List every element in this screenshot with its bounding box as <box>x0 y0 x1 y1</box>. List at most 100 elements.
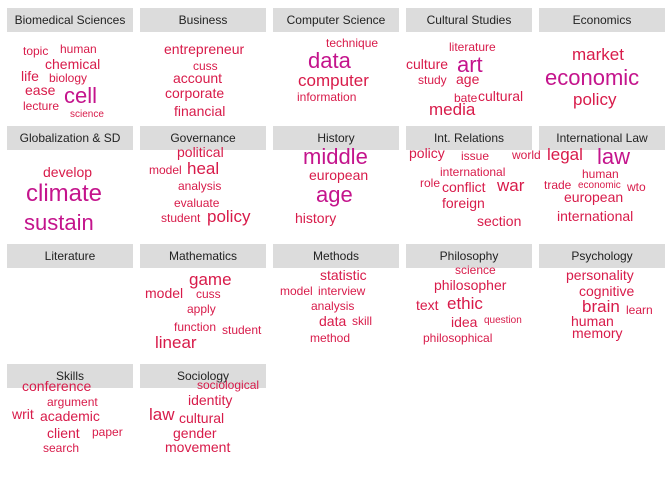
cloud-word: wto <box>627 180 646 194</box>
cloud-word: european <box>309 167 369 183</box>
cloud-word: legal <box>547 145 583 164</box>
panel-literature: Literature <box>7 244 133 356</box>
cloud-word: student <box>161 211 201 225</box>
cloud-word: information <box>297 90 357 104</box>
cloud-word: cuss <box>196 287 221 301</box>
cloud-word: technique <box>326 36 379 50</box>
cloud-word: war <box>497 176 525 195</box>
cloud-word: gender <box>173 425 217 441</box>
cloud-word: role <box>420 176 441 190</box>
cloud-word: science <box>70 109 104 120</box>
cloud-word: brain <box>582 297 620 316</box>
cloud-word: model <box>280 284 313 298</box>
cloud-word: philosopher <box>434 277 507 293</box>
cloud-word: entrepreneur <box>164 41 245 57</box>
cloud-word: model <box>149 163 182 177</box>
cloud-word: financial <box>174 103 226 119</box>
cloud-word: apply <box>187 302 216 316</box>
panel-title: Globalization & SD <box>7 126 133 150</box>
cloud-word: cultural <box>478 88 524 104</box>
cloud-word: interview <box>318 284 366 298</box>
cloud-word: text <box>416 297 439 313</box>
cloud-word: market <box>572 45 624 64</box>
cloud-word: literature <box>449 40 496 54</box>
cloud-word: policy <box>207 207 251 226</box>
cloud-word: analysis <box>311 299 355 313</box>
cloud-word: international <box>440 165 506 179</box>
cloud-word: corporate <box>165 85 225 101</box>
cloud-word: age <box>456 71 480 87</box>
cloud-word: computer <box>298 71 369 90</box>
cloud-word: study <box>418 73 447 87</box>
cloud-word: evaluate <box>174 196 220 210</box>
panel-title: Int. Relations <box>406 126 532 150</box>
cloud-word: european <box>564 189 624 205</box>
cloud-word: human <box>571 313 614 329</box>
cloud-word: media <box>429 100 476 119</box>
cloud-word: biology <box>49 71 88 85</box>
cloud-word: linear <box>155 333 197 352</box>
cloud-word: climate <box>26 180 103 207</box>
cloud-word: sociological <box>197 378 260 392</box>
cloud-word: account <box>173 70 223 86</box>
panel-title: Cultural Studies <box>406 8 532 32</box>
panel-title: Biomedical Sciences <box>7 8 133 32</box>
cloud-word: memory <box>572 325 623 341</box>
panel-title: Literature <box>7 244 133 268</box>
cloud-word: section <box>477 213 522 229</box>
cloud-word: identity <box>188 392 233 408</box>
cloud-word: idea <box>451 314 478 330</box>
cloud-word: chemical <box>45 56 101 72</box>
cloud-word: game <box>189 270 232 289</box>
cloud-word: science <box>455 263 496 277</box>
panel-title: Computer Science <box>273 8 399 32</box>
cloud-word: academic <box>40 408 100 424</box>
panel-title: International Law <box>539 126 665 150</box>
panel-title: Business <box>140 8 266 32</box>
cloud-word: cell <box>64 83 98 108</box>
panel-title: Psychology <box>539 244 665 268</box>
cloud-word: cognitive <box>579 283 635 299</box>
cloud-word: question <box>484 315 522 326</box>
cloud-word: cuss <box>193 59 218 73</box>
cloud-word: analysis <box>178 179 222 193</box>
cloud-word: topic <box>23 44 49 58</box>
cloud-word: human <box>582 167 619 181</box>
panel-title: Mathematics <box>140 244 266 268</box>
cloud-word: statistic <box>320 267 367 283</box>
cloud-word: sustain <box>24 210 94 235</box>
cloud-word: political <box>177 144 224 160</box>
cloud-word: method <box>310 331 351 345</box>
cloud-word: policy <box>409 145 445 161</box>
cloud-word: middle <box>303 144 368 169</box>
cloud-word: world <box>512 148 541 162</box>
cloud-word: policy <box>573 90 617 109</box>
cloud-word: ethic <box>447 294 483 313</box>
cloud-word: culture <box>406 56 449 72</box>
cloud-word: heal <box>187 159 220 178</box>
cloud-word: develop <box>43 164 93 180</box>
cloud-word: writ <box>12 406 34 422</box>
panel-title: Sociology <box>140 364 266 388</box>
cloud-word: search <box>43 441 80 455</box>
cloud-word: movement <box>165 439 231 455</box>
cloud-word: conflict <box>442 179 486 195</box>
panel-title: Skills <box>7 364 133 388</box>
panel-title: Economics <box>539 8 665 32</box>
cloud-word: paper <box>92 425 123 439</box>
cloud-word: age <box>316 182 353 207</box>
cloud-word: foreign <box>442 195 485 211</box>
